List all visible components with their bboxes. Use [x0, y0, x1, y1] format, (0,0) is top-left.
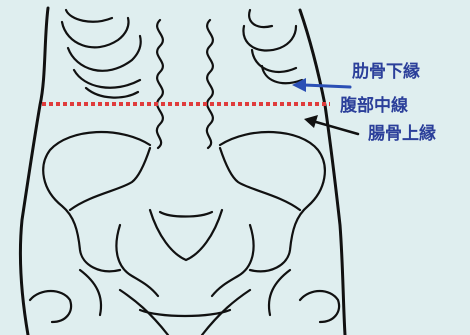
pelvis [30, 132, 339, 335]
left-femoral-head [30, 291, 71, 322]
right-ilium [220, 132, 325, 271]
left-ilium [43, 132, 150, 271]
right-femoral-head [300, 291, 339, 322]
spine [157, 20, 213, 148]
abdominal-midline-label: 腹部中線 [340, 98, 408, 115]
iliac-crest-label: 腸骨上縁 [368, 126, 436, 143]
iliac-crest-arrow [304, 115, 358, 134]
body-outline-right [300, 10, 345, 335]
rib-cage [62, 10, 302, 98]
costal-margin-label: 肋骨下縁 [352, 64, 420, 81]
